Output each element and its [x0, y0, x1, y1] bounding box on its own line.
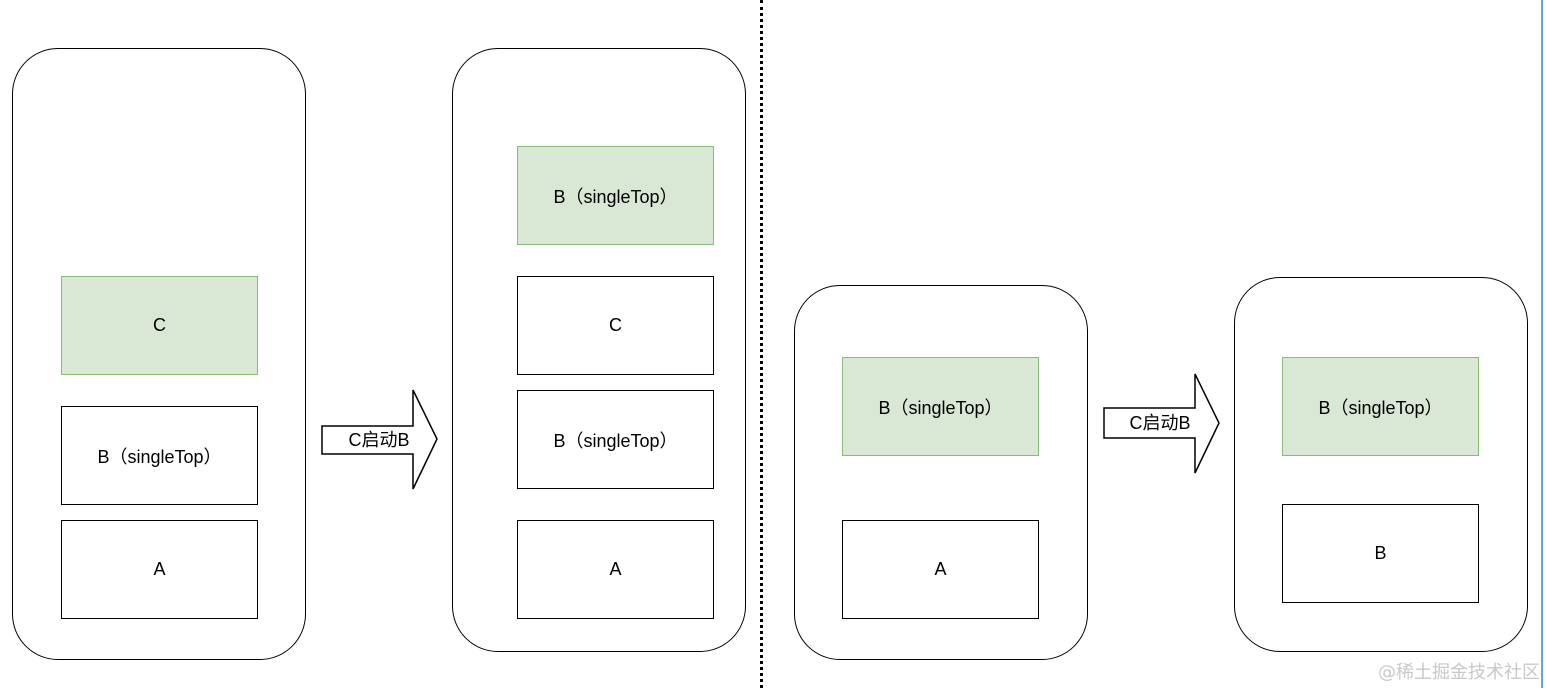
watermark: @稀土掘金技术社区 [1378, 662, 1540, 683]
activity-a: A [842, 520, 1039, 619]
activity-c-top: C [61, 276, 258, 375]
launch-arrow-b: C启动B [1103, 373, 1220, 475]
launch-arrow-a: C启动B [321, 389, 438, 491]
activity-b-singletop-top: B（singleTop） [842, 357, 1039, 456]
activity-b-singletop-new: B（singleTop） [517, 146, 714, 245]
activity-c: C [517, 276, 714, 375]
activity-b-singletop: B（singleTop） [517, 390, 714, 489]
arrow-label-b: C启动B [1129, 413, 1191, 433]
activity-a: A [517, 520, 714, 619]
section-divider [760, 0, 763, 688]
right-arrow-icon [321, 389, 438, 490]
activity-a: A [61, 520, 258, 619]
right-arrow-icon [1103, 373, 1220, 474]
activity-b-singletop: B（singleTop） [61, 406, 258, 505]
arrow-label-a: C启动B [348, 430, 410, 450]
right-edge-line [1541, 0, 1543, 688]
activity-b-singletop-reused: B（singleTop） [1282, 357, 1479, 456]
activity-b: B [1282, 504, 1479, 603]
